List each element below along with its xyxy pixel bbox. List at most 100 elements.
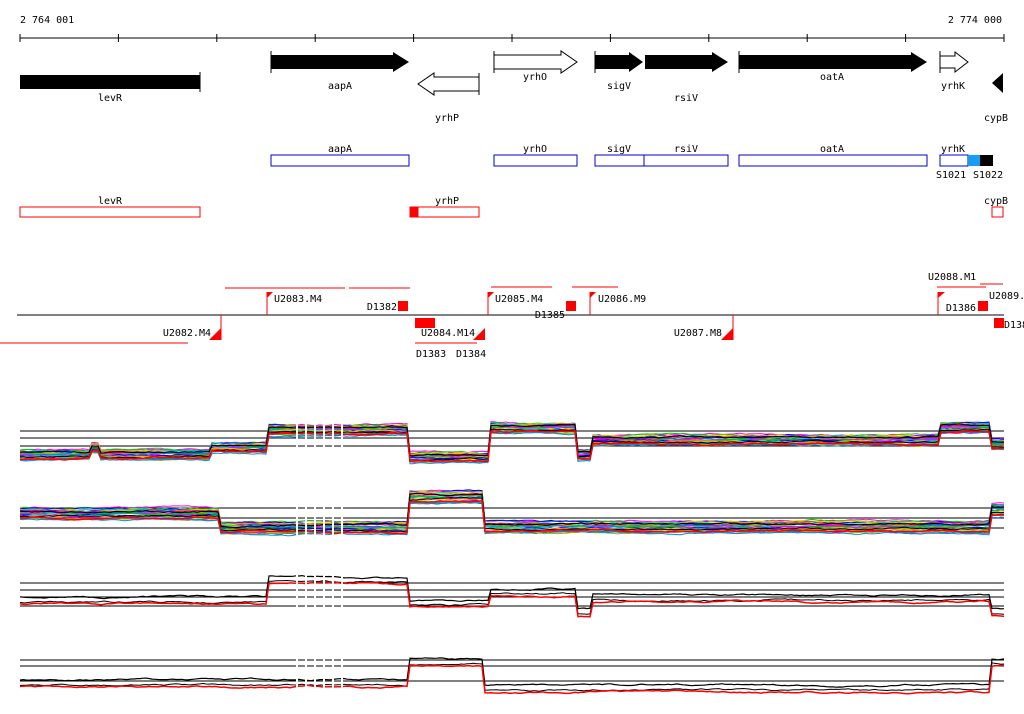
gene-label: cypB (984, 113, 1008, 124)
gene-levR[interactable]: levR (20, 72, 201, 104)
transcript-levR[interactable] (19, 206, 201, 218)
transcript-yrhK[interactable] (939, 154, 969, 167)
signal-line (19, 664, 1005, 695)
feature-S1022[interactable] (980, 155, 993, 166)
feature-S1021[interactable] (968, 155, 980, 166)
signal-line (20, 428, 1005, 462)
data-gap (314, 423, 316, 463)
gene-aapA[interactable]: aapA (270, 51, 409, 92)
gene-label: yrhK (941, 81, 965, 92)
gene-label: yrhP (435, 113, 459, 124)
signal-line (19, 431, 1004, 465)
signal-line (19, 423, 1005, 457)
transcript-label: sigV (607, 144, 631, 155)
signal-line (19, 501, 1005, 537)
data-gap (323, 652, 325, 692)
segmentation-track: U2082.M4 U2083.M4 D1382 U2084.M14 D1383 … (0, 272, 1024, 360)
transcript-label: cypB (984, 196, 1008, 207)
transcript-label: levR (98, 196, 123, 207)
data-gap (341, 575, 343, 615)
segment-label[interactable]: D1383 (416, 349, 446, 360)
signal-line (19, 581, 1005, 618)
signal-line (19, 499, 1005, 535)
gene-yrhP[interactable]: yrhP (417, 72, 480, 124)
signal-line (19, 429, 1005, 463)
transcript-label: yrhO (523, 144, 547, 155)
gene-oatA[interactable]: oatA (738, 51, 927, 83)
gene-label: oatA (820, 72, 844, 83)
signal-line (19, 489, 1005, 524)
transcript-label: rsiV (674, 144, 698, 155)
data-gap (305, 500, 307, 540)
segment-label[interactable]: D138 (1004, 320, 1024, 331)
data-gap (305, 423, 307, 463)
gene-label: sigV (607, 81, 631, 92)
data-gap (305, 575, 307, 615)
transcript-rsiV[interactable] (643, 154, 729, 167)
signal-line (19, 657, 1005, 688)
transcript-track-blue: aapA yrhO sigV rsiV oatA yrhK S1021 S102… (270, 144, 1003, 181)
segment-label[interactable]: U2088.M1 (928, 272, 976, 283)
gene-rsiV[interactable]: rsiV (645, 52, 728, 104)
gene-label: levR (98, 93, 123, 104)
segment-label[interactable]: U2085.M4 (495, 294, 543, 305)
segment-label[interactable]: U2083.M4 (274, 294, 322, 305)
transcript-aapA[interactable] (270, 154, 410, 167)
gene-cypB[interactable]: cypB (984, 73, 1008, 124)
data-gap (305, 652, 307, 692)
feature-label: S1022 (973, 170, 1003, 181)
transcript-sigV[interactable] (594, 154, 645, 167)
segment-label[interactable]: U2089. (989, 291, 1024, 302)
signal-line (19, 422, 1005, 457)
data-gap (323, 423, 325, 463)
data-gap (296, 500, 298, 540)
data-gap (332, 575, 334, 615)
expression-signal-tracks (19, 421, 1005, 695)
signal-line (19, 579, 1005, 615)
segment-label[interactable]: D1385 (535, 310, 565, 321)
segment-label[interactable]: D1384 (456, 349, 486, 360)
gene-yrhK[interactable]: yrhK (939, 50, 969, 92)
segment-label[interactable]: U2087.M8 (674, 328, 722, 339)
ruler-start-label: 2 764 001 (20, 15, 74, 26)
transcript-track-red: levR yrhP cypB (19, 196, 1008, 218)
data-gap (341, 500, 343, 540)
transcript-label: yrhK (941, 144, 965, 155)
gene-track: levR aapA yrhP yrhO sigV rsiV (20, 50, 1008, 124)
data-gap (332, 652, 334, 692)
transcript-label: aapA (328, 144, 352, 155)
transcript-label: yrhP (435, 196, 459, 207)
segment-label[interactable]: U2086.M9 (598, 294, 646, 305)
data-gap (332, 423, 334, 463)
data-gap (323, 500, 325, 540)
data-gap (314, 575, 316, 615)
transcript-yrhP[interactable] (409, 206, 480, 218)
signal-line (19, 494, 1005, 528)
data-gap (323, 575, 325, 615)
data-gap (341, 652, 343, 692)
transcript-cypB[interactable] (991, 206, 1004, 218)
data-gap (332, 500, 334, 540)
segment-label[interactable]: D1386 (946, 303, 976, 314)
gene-label: yrhO (523, 72, 547, 83)
gene-sigV[interactable]: sigV (594, 51, 643, 92)
feature-label: S1021 (936, 170, 966, 181)
data-gap (314, 500, 316, 540)
segment-label[interactable]: D1382 (367, 302, 397, 313)
transcript-label: oatA (820, 144, 844, 155)
gene-label: aapA (328, 81, 352, 92)
data-gap (341, 423, 343, 463)
segment-label[interactable]: U2082.M4 (163, 328, 211, 339)
signal-line (19, 574, 1005, 610)
signal-line (19, 492, 1005, 529)
data-gap (296, 575, 298, 615)
signal-line (19, 496, 1005, 533)
gene-label: rsiV (674, 93, 698, 104)
segment-label[interactable]: U2084.M14 (421, 328, 475, 339)
coordinate-ruler: 2 764 001 2 774 000 (19, 15, 1005, 42)
gene-yrhO[interactable]: yrhO (493, 50, 578, 83)
transcript-oatA[interactable] (738, 154, 928, 167)
ruler-end-label: 2 774 000 (948, 15, 1002, 26)
transcript-yrhO[interactable] (493, 154, 578, 167)
